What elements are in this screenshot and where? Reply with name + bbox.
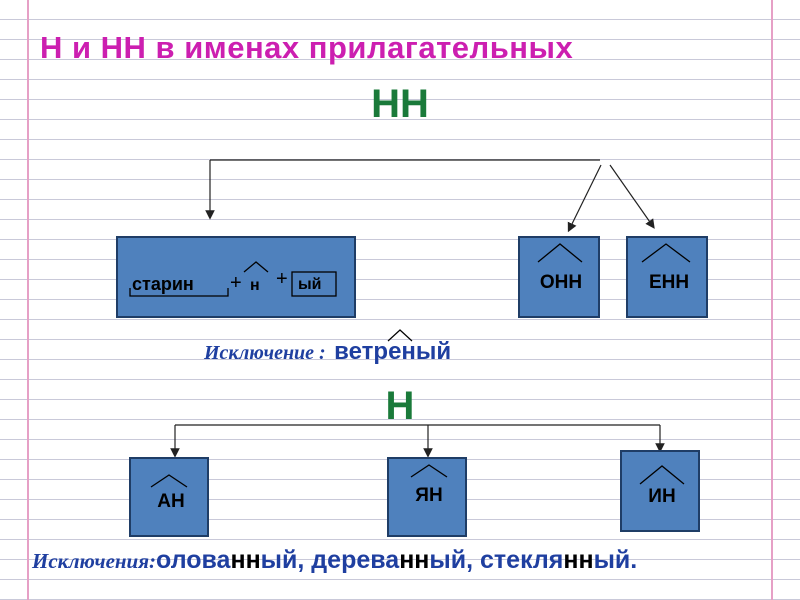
suffix-label: ОНН <box>539 272 583 293</box>
highlighted-nn: нн <box>563 546 594 574</box>
exception-word: стеклянный. <box>480 546 637 574</box>
suffix-label: ИН <box>648 486 676 507</box>
plus-sign: + <box>276 268 288 290</box>
word-part: ый. <box>593 546 638 574</box>
suffix-box-an: АН <box>129 457 209 537</box>
suffix-mark <box>387 329 413 342</box>
suffix-text: н <box>250 277 260 294</box>
exceptions-plural-row: Исключения:олованный, дереванный, стекля… <box>32 546 637 575</box>
suffix-label: АН <box>157 491 185 512</box>
morpheme-marks <box>129 261 337 297</box>
suffix-label: ЯН <box>415 485 443 506</box>
n-heading: Н <box>385 384 415 428</box>
suffix-mark <box>537 243 583 263</box>
suffix-mark <box>639 465 685 485</box>
page-title: Н и НН в именах прилагательных <box>40 30 574 65</box>
word-part: стекля <box>480 546 564 574</box>
word-part: ый, <box>260 546 312 574</box>
ending-frame <box>291 271 337 297</box>
suffix-box-yan: ЯН <box>387 457 467 537</box>
suffix-mark <box>641 243 691 263</box>
exception-word: дереванный, <box>311 546 480 574</box>
word-part: дерева <box>311 546 400 574</box>
suffix-part: ен <box>387 329 416 365</box>
highlighted-nn: нн <box>230 546 261 574</box>
exception-label: Исключение : <box>204 342 326 364</box>
word-part: ветр <box>334 338 389 365</box>
suffix-label: ЕНН <box>648 272 690 293</box>
root-bracket <box>129 288 229 297</box>
root-text: старин <box>132 274 194 294</box>
plus-sign: + <box>230 272 242 294</box>
nn-heading: НН <box>371 82 429 126</box>
exceptions-label: Исключения: <box>32 549 157 573</box>
ending-text: ый <box>298 276 322 293</box>
suffix-box-onn: ОНН <box>518 236 600 318</box>
exception-word: олованный, <box>156 546 311 574</box>
word-part: ый <box>415 338 452 365</box>
highlighted-nn: нн <box>399 546 430 574</box>
suffix-box-in: ИН <box>620 450 700 532</box>
suffix-text: ен <box>388 338 416 365</box>
word-part: ый, <box>429 546 481 574</box>
suffix-mark <box>150 474 188 488</box>
suffix-mark <box>243 261 269 273</box>
suffix-mark <box>410 464 448 478</box>
word-part: олова <box>156 546 231 574</box>
nn-arrow-onn <box>567 164 602 233</box>
suffix-box-enn: ЕНН <box>626 236 708 318</box>
word-structure-box: старин + н + ый <box>116 236 356 318</box>
nn-arrow-enn <box>609 164 655 229</box>
